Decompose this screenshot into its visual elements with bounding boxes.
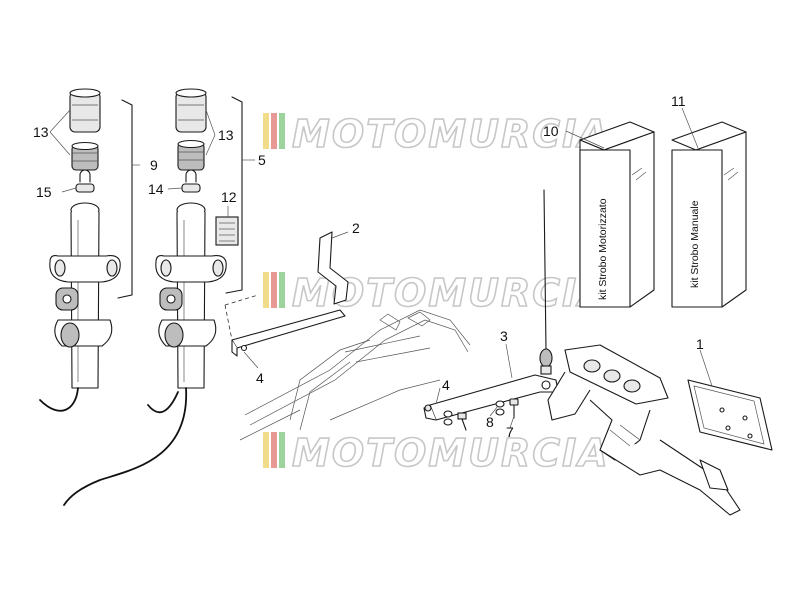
fasteners (443, 398, 519, 431)
bracket-2 (317, 231, 349, 305)
group-bracket-9 (117, 99, 133, 299)
rear-subframe (239, 309, 471, 441)
watermark-middle: MOTOMURCIA (263, 270, 609, 316)
watermark-bottom: MOTOMURCIA (263, 430, 610, 476)
washer-8 (495, 400, 505, 416)
callout-14: 14 (148, 181, 164, 197)
antenna (539, 189, 553, 375)
callout-1: 1 (696, 336, 704, 352)
license-plate-holder-1 (687, 379, 773, 451)
nut-4 (443, 410, 467, 431)
callout-13-left: 13 (33, 124, 49, 140)
callout-7: 7 (506, 424, 514, 440)
callout-numbers: 13 13 15 14 12 9 5 2 4 3 4 8 7 1 10 11 (33, 93, 704, 440)
callout-13-right: 13 (218, 127, 234, 143)
leader-lines (49, 107, 713, 429)
callout-4-right: 4 (442, 377, 450, 393)
kit-box-10: kit Strobo Motorizzato (579, 121, 655, 308)
kit-box-11: kit Strobo Manuale (671, 121, 747, 308)
callout-9: 9 (150, 157, 158, 173)
watermark-text: MOTOMURCIA (292, 112, 610, 156)
callout-12: 12 (221, 189, 237, 205)
instruction-label (215, 216, 239, 246)
watermark-top: MOTOMURCIA (263, 111, 610, 157)
callout-15: 15 (36, 184, 52, 200)
box-10-label: kit Strobo Motorizzato (597, 198, 609, 300)
callout-2: 2 (352, 220, 360, 236)
strobe-assembly-right (63, 88, 239, 506)
callout-10: 10 (543, 123, 559, 139)
box-11-label: kit Strobo Manuale (689, 200, 701, 288)
callout-5: 5 (258, 152, 266, 168)
callout-8: 8 (486, 414, 494, 430)
group-bracket-5 (225, 96, 243, 294)
mounting-bar-4 (224, 294, 346, 357)
tail-light-unit (547, 344, 741, 516)
callout-3: 3 (500, 328, 508, 344)
watermark-text: MOTOMURCIA (292, 431, 610, 475)
callout-11: 11 (671, 93, 686, 109)
strobe-assembly-left (39, 88, 121, 412)
callout-4-left: 4 (256, 370, 264, 386)
screw-7 (509, 398, 519, 419)
